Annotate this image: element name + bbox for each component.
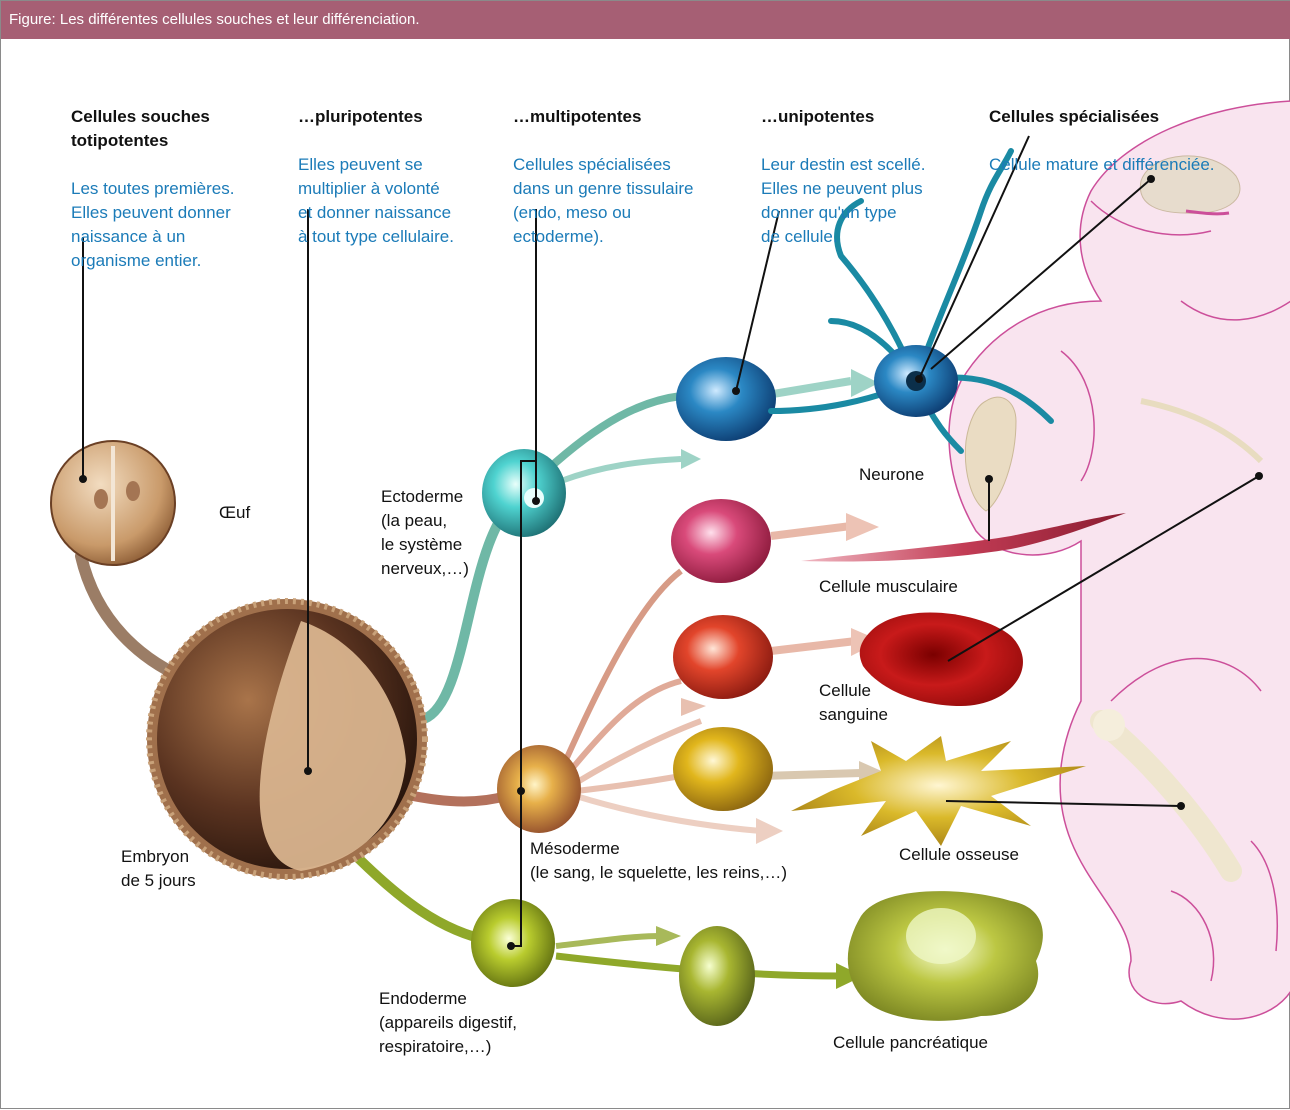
- label-ectoderme: Ectoderme (la peau, le système nerveux,……: [381, 485, 469, 581]
- label-embryon: Embryon de 5 jours: [121, 845, 196, 893]
- stage-pluripotentes: …pluripotentes Elles peuvent se multipli…: [298, 81, 454, 273]
- label-osseuse: Cellule osseuse: [899, 843, 1019, 867]
- mesoderme-cell: [497, 745, 581, 833]
- label-musculaire: Cellule musculaire: [819, 575, 958, 599]
- stage-totipotentes: Cellules souches totipotentes Les toutes…: [71, 81, 234, 297]
- stage-description-pluripotentes: Elles peuvent se multiplier à volonté et…: [298, 153, 454, 249]
- label-oeuf: Œuf: [219, 501, 250, 525]
- stage-heading-totipotentes: Cellules souches totipotentes: [71, 105, 234, 153]
- osseuse-cell: [791, 736, 1086, 846]
- label-mesoderme: Mésoderme (le sang, le squelette, les re…: [530, 837, 787, 885]
- pancreatique-cell: [848, 891, 1043, 1021]
- stage-heading-specialisees: Cellules spécialisées: [989, 105, 1215, 129]
- label-endoderme: Endoderme (appareils digestif, respirato…: [379, 987, 517, 1059]
- stage-heading-pluripotentes: …pluripotentes: [298, 105, 454, 129]
- stage-heading-multipotentes: …multipotentes: [513, 105, 694, 129]
- stage-description-totipotentes: Les toutes premières. Elles peuvent donn…: [71, 177, 234, 273]
- stage-description-specialisees: Cellule mature et différenciée.: [989, 153, 1215, 177]
- stage-multipotentes: …multipotentes Cellules spécialisées dan…: [513, 81, 694, 273]
- oeuf-cell: [51, 441, 175, 565]
- label-neurone: Neurone: [859, 463, 924, 487]
- label-sanguine: Cellule sanguine: [819, 679, 888, 727]
- stage-specialisees: Cellules spécialisées Cellule mature et …: [989, 81, 1215, 201]
- stage-heading-unipotentes: …unipotentes: [761, 105, 925, 129]
- stage-description-multipotentes: Cellules spécialisées dans un genre tiss…: [513, 153, 694, 249]
- ectoderme-cell: [482, 449, 566, 537]
- embryon-cell: [147, 599, 427, 879]
- label-pancreatique: Cellule pancréatique: [833, 1031, 988, 1055]
- stage-unipotentes: …unipotentes Leur destin est scellé. Ell…: [761, 81, 925, 273]
- stage-description-unipotentes: Leur destin est scellé. Elles ne peuvent…: [761, 153, 925, 249]
